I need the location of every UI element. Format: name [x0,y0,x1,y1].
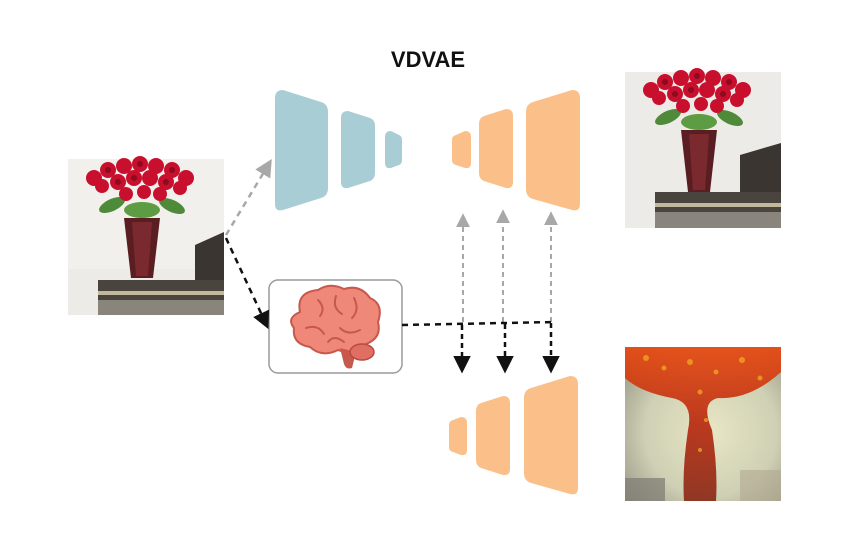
encoder-block-2 [341,111,375,189]
decoder-bottom-block-3 [524,376,578,495]
brain-decoded-image [625,347,781,501]
reconstructed-image [625,68,781,228]
edge-encoder-decoder-links [456,209,558,322]
input-image [68,156,224,315]
decoder-top-block-3 [526,90,580,211]
brain-box [268,279,403,374]
edge-brain-to-decoder-bottom [401,320,560,374]
edge-input-to-brain [224,237,270,330]
decoder-bottom-block-2 [476,396,510,476]
brain-icon [290,284,381,369]
diagram-title: VDVAE [391,47,465,72]
encoder-block-3 [385,131,402,169]
decoder-bottom-stack [449,376,578,495]
encoder-stack [275,90,402,211]
encoder-block-1 [275,90,328,211]
decoder-bottom-block-1 [449,417,467,456]
decoder-top-block-1 [452,131,471,169]
edge-input-to-encoder [224,159,272,236]
decoder-top-block-2 [479,109,513,189]
decoder-top-stack [452,90,580,211]
